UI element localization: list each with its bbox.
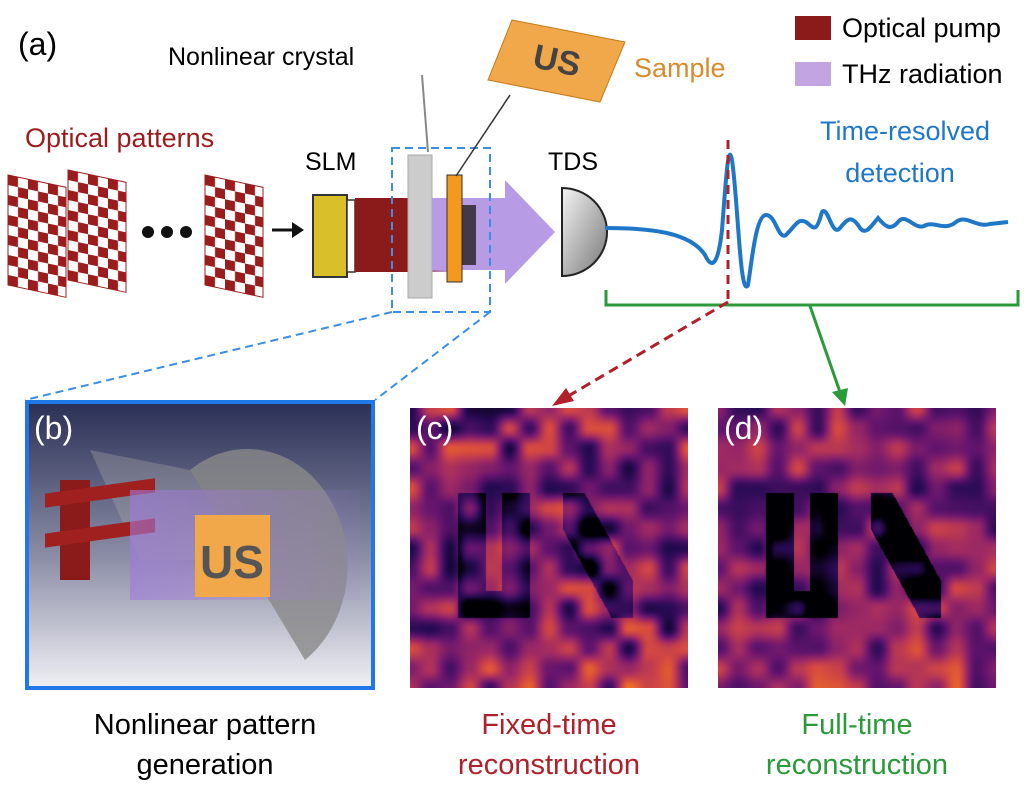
zoom-box (391, 147, 491, 313)
caption-line: generation (136, 749, 274, 781)
optical-pattern-3 (204, 174, 264, 298)
time-resolved-label: Time-resolved (820, 116, 991, 146)
slm-pixels (346, 199, 356, 273)
caption-line: reconstruction (457, 749, 641, 781)
optical-pattern-2 (67, 169, 127, 293)
caption-line: reconstruction (765, 749, 949, 781)
slm-label: SLM (305, 148, 357, 176)
full-time-bracket (604, 290, 1020, 307)
sample-gap (462, 205, 476, 265)
ellipsis-dots (142, 226, 192, 238)
fixed-time-reconstruction-image (410, 408, 688, 688)
nonlinear-crystal (407, 154, 433, 299)
panel-c-caption: Fixed-time reconstruction (389, 705, 709, 785)
fixed-time-arrow-head (552, 388, 574, 406)
optical-patterns-label: Optical patterns (25, 123, 215, 153)
panel-d-caption: Full-time reconstruction (697, 705, 1017, 785)
optical-pattern-1 (7, 174, 67, 298)
slm-device (312, 194, 348, 278)
tds-detector (561, 186, 608, 278)
tds-label: TDS (548, 148, 598, 176)
legend-thz-radiation: THz radiation (842, 59, 1003, 89)
legend-optical-pump-swatch (795, 16, 831, 40)
detection-label: detection (845, 158, 955, 188)
legend-optical-pump: Optical pump (842, 13, 1002, 43)
input-arrow (272, 222, 304, 238)
caption-line: Nonlinear pattern (93, 709, 317, 741)
panel-b-label: (b) (34, 410, 74, 446)
legend-thz-swatch (795, 62, 831, 86)
panel-b-render: US (25, 400, 375, 690)
caption-line: Fixed-time (481, 709, 617, 741)
full-time-arrow-head (832, 388, 848, 406)
panel-a-label: (a) (18, 26, 58, 62)
full-time-reconstruction-image (718, 408, 996, 688)
panel-b-caption: Nonlinear pattern generation (45, 705, 365, 785)
panel-c-label: (c) (416, 410, 454, 446)
sample-label: Sample (634, 53, 726, 83)
panel-d-label: (d) (724, 410, 764, 446)
thz-waveform (604, 152, 1009, 289)
nonlinear-crystal-label: Nonlinear crystal (168, 43, 355, 71)
caption-line: Full-time (801, 709, 913, 741)
sample-tile: US (487, 19, 626, 103)
sample-plate (446, 174, 463, 283)
svg-text:US: US (200, 536, 264, 588)
